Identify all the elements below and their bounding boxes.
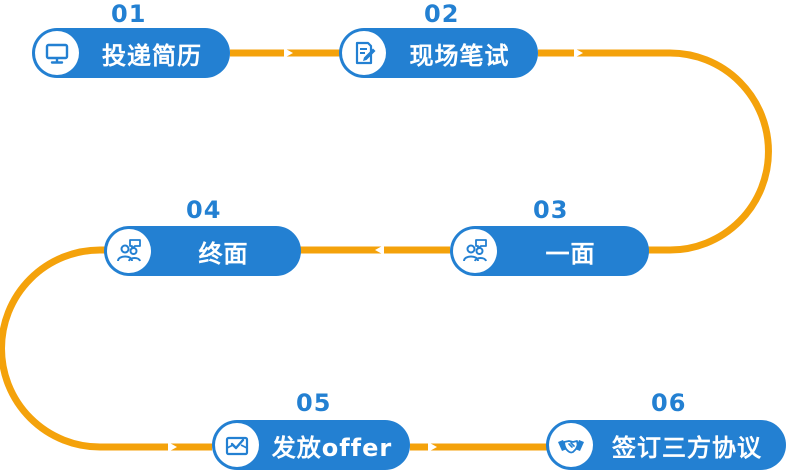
- arrow-02-03-top: [574, 48, 583, 58]
- monitor-icon: [35, 31, 79, 75]
- connector-04-05: [0, 246, 212, 451]
- step-03-first-interview: 一面: [450, 226, 649, 276]
- arrow-01-02: [284, 48, 293, 58]
- step-label: 发放offer: [271, 433, 393, 462]
- connector-02-03: [538, 49, 772, 254]
- step-number-04: 04: [186, 196, 222, 224]
- step-label: 一面: [545, 239, 596, 268]
- envelope-check-icon: [215, 423, 259, 467]
- step-number-06: 06: [651, 389, 687, 417]
- step-01-submit-resume: 投递简历: [32, 28, 230, 78]
- handshake-icon: [549, 423, 593, 467]
- step-number-03: 03: [533, 196, 569, 224]
- step-06-tripartite-agreement: 签订三方协议: [546, 420, 786, 470]
- step-label: 终面: [198, 239, 249, 268]
- arrow-03-04: [375, 245, 384, 255]
- step-number-05: 05: [296, 389, 332, 417]
- step-05-offer: 发放offer: [212, 420, 410, 470]
- arrow-05-06: [428, 442, 437, 452]
- step-04-final-interview: 终面: [104, 226, 301, 276]
- step-label: 现场笔试: [409, 41, 510, 70]
- step-02-written-test: 现场笔试: [339, 28, 538, 78]
- step-label: 投递简历: [102, 41, 202, 70]
- step-label: 签订三方协议: [612, 433, 762, 462]
- step-number-02: 02: [424, 0, 460, 28]
- interview-chat-icon: [107, 229, 151, 273]
- exam-pencil-icon: [342, 31, 386, 75]
- arrow-04-05: [168, 442, 177, 452]
- step-number-01: 01: [111, 0, 147, 28]
- interview-chat-icon: [453, 229, 497, 273]
